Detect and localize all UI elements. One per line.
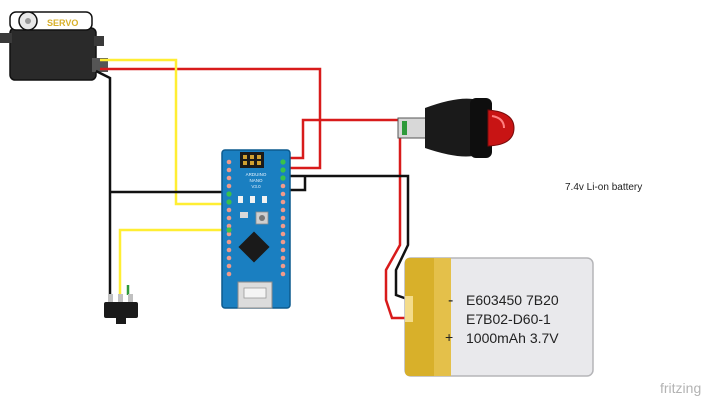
battery-plus: + [445,329,453,345]
battery-line-1: E603450 7B20 [466,292,559,308]
wire-red-servo [100,67,322,170]
wire-black-gnd-right [288,176,307,192]
battery-caption: 7.4v Li-on battery [565,182,642,193]
battery-line-2: E7B02-D60-1 [466,311,551,327]
arduino-label-1: ARDUINO [246,172,267,177]
wire-black-battery [288,174,411,302]
wire-black-servo [95,69,112,295]
wire-yellow-servo [100,58,231,206]
arduino-label-3: V3.0 [251,184,261,189]
fritzing-watermark: fritzing [660,380,701,396]
lipo-battery [404,257,594,377]
arduino-nano: ARDUINO NANO V3.0 [221,149,291,309]
slide-switch [104,294,138,324]
arduino-label-2: NANO [249,178,263,183]
wire-yellow-switch [118,228,231,295]
wire-red-battery [384,136,410,320]
battery-line-3: 1000mAh 3.7V [466,330,559,346]
servo-label: SERVO [47,18,78,28]
battery-minus: - [448,292,453,309]
wire-red-button [288,118,402,160]
push-button [397,98,515,158]
servo-motor: SERVO [0,11,108,81]
